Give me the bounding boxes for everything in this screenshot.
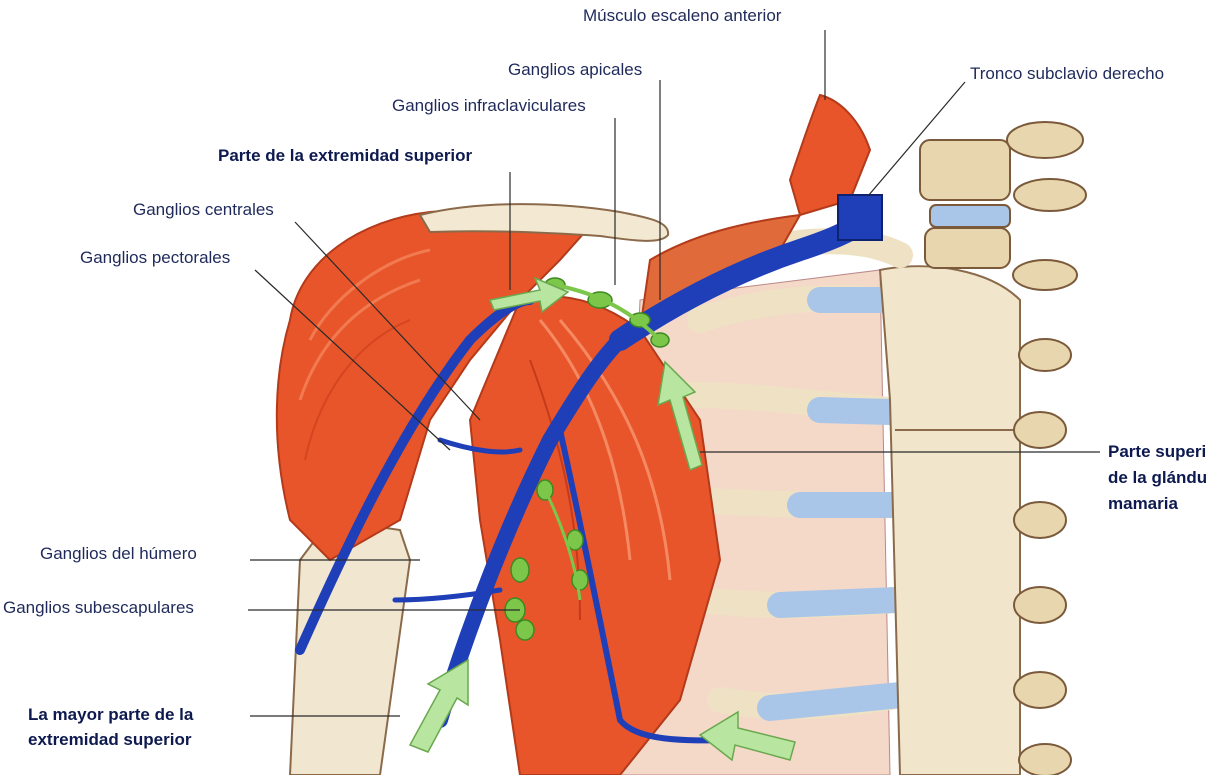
- label-mayor-line-1: La mayor parte de la: [28, 705, 194, 724]
- label-apicales: Ganglios apicales: [508, 60, 643, 79]
- leader-lines: [248, 30, 1100, 717]
- ribs: [677, 285, 913, 721]
- sternum-bone: [878, 265, 1021, 775]
- label-centrales: Ganglios centrales: [133, 200, 274, 219]
- humerus-arm: [288, 518, 412, 775]
- clavicle-bone: [418, 203, 670, 242]
- label-mamaria-line-2: de la glándu: [1108, 468, 1208, 487]
- label-pectorales: Ganglios pectorales: [80, 248, 231, 267]
- label-mamaria-line-3: mamaria: [1108, 494, 1178, 513]
- flow-arrow-icon: [408, 276, 796, 762]
- veins: [295, 219, 861, 744]
- subclavian-trunk: [837, 194, 883, 241]
- label-parte-extremidad: Parte de la extremidad superior: [218, 146, 473, 165]
- label-tronco: Tronco subclavio derecho: [970, 64, 1165, 83]
- vertebral-column: [919, 121, 1087, 775]
- label-escaleno: Músculo escaleno anterior: [583, 6, 782, 25]
- label-mamaria-line-1: Parte superi: [1108, 442, 1207, 461]
- label-subescapulares: Ganglios subescapulares: [3, 598, 194, 617]
- label-humero: Ganglios del húmero: [40, 544, 197, 563]
- label-mayor-line-2: extremidad superior: [28, 730, 192, 749]
- label-infraclaviculares: Ganglios infraclaviculares: [392, 96, 586, 115]
